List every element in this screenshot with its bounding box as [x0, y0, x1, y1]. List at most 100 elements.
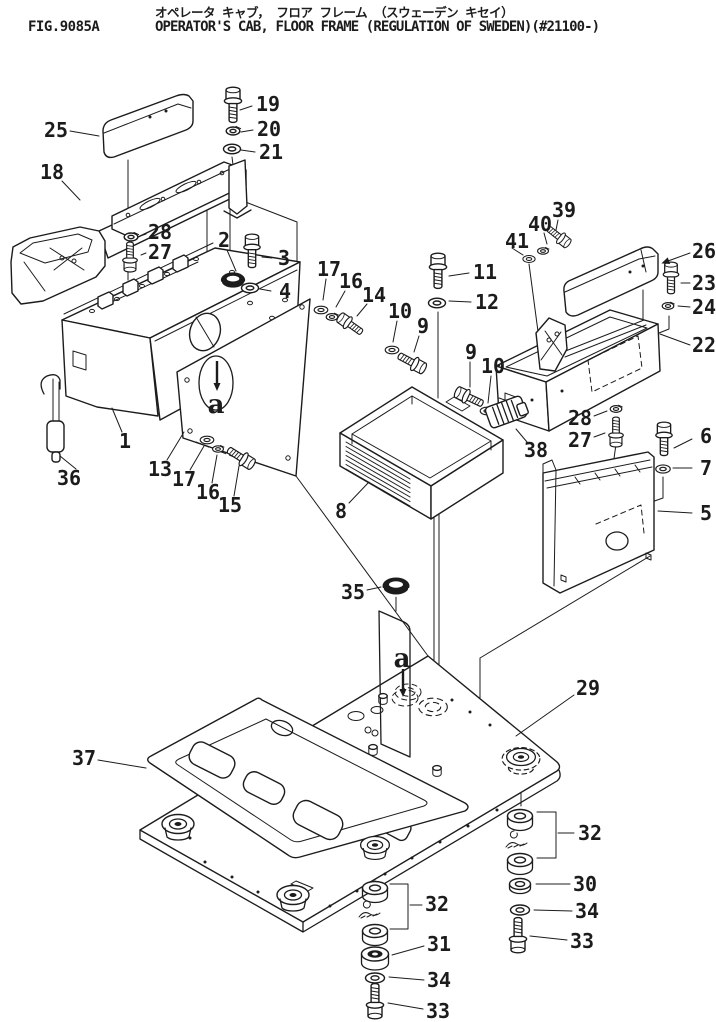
callout-34: 34 — [388, 968, 451, 992]
callout-22: 22 — [659, 333, 716, 357]
callout-label-10: 10 — [388, 299, 412, 323]
spring-washer-24 — [661, 301, 675, 310]
callout-5: 5 — [657, 501, 712, 525]
part-26-pad — [563, 246, 659, 317]
figure-number: FIG.9085A — [28, 19, 100, 35]
part-8-tray — [339, 386, 504, 520]
bolt-19 — [223, 86, 243, 124]
callout-label-40: 40 — [528, 212, 552, 236]
leader-line — [529, 935, 568, 941]
leader-line — [322, 278, 327, 301]
bolt-11 — [428, 252, 448, 290]
leader-line — [69, 130, 100, 137]
cushion-32-b — [361, 923, 389, 947]
callout-9: 9 — [413, 314, 429, 353]
callout-20: 20 — [240, 117, 281, 141]
callout-label-22: 22 — [692, 333, 716, 357]
bolt-23 — [662, 261, 680, 295]
callout-label-31: 31 — [427, 932, 451, 956]
mount-cap-1 — [161, 813, 195, 841]
callout-label-17: 17 — [317, 257, 341, 281]
callout-label-33: 33 — [570, 929, 594, 953]
leader-line — [392, 320, 398, 343]
callout-24: 24 — [677, 295, 716, 319]
callout-32: 32 — [389, 883, 449, 930]
callout-label-1: 1 — [119, 429, 131, 453]
callout-label-26: 26 — [692, 239, 716, 263]
cushion-32-c — [506, 808, 534, 832]
callout-10: 10 — [388, 299, 412, 343]
title-japanese: オペレータ キャブ， フロア フレーム （スウェーデン キセイ） — [155, 5, 514, 20]
bolt-6 — [655, 421, 673, 457]
washer-17-b — [199, 435, 215, 445]
spring-washer-40 — [536, 246, 550, 255]
part-36-handle — [40, 374, 65, 463]
section-marker-a: a — [391, 644, 419, 707]
callout-12: 12 — [448, 290, 499, 314]
callout-label-20: 20 — [257, 117, 281, 141]
callout-label-18: 18 — [40, 160, 64, 184]
leader-line — [448, 272, 470, 277]
grommet-35 — [382, 577, 410, 597]
callout-label-5: 5 — [700, 501, 712, 525]
callout-38: 38 — [515, 428, 548, 462]
leader-line — [657, 510, 693, 514]
leader-line — [226, 249, 237, 272]
callout-label-13: 13 — [148, 457, 172, 481]
callout-17: 17 — [317, 257, 341, 301]
leader-line — [240, 149, 256, 153]
leader-line — [366, 586, 382, 591]
callout-27: 27 — [140, 240, 172, 264]
callout-19: 19 — [239, 92, 280, 116]
callout-label-23: 23 — [692, 271, 716, 295]
hardware-layer — [122, 86, 680, 1020]
washer-21 — [222, 143, 242, 155]
page-header: FIG.9085A オペレータ キャブ， フロア フレーム （スウェーデン キセ… — [0, 0, 716, 48]
callout-label-21: 21 — [259, 140, 283, 164]
callout-label-29: 29 — [576, 676, 600, 700]
washer-34-b — [509, 904, 531, 916]
callout-32: 32 — [536, 811, 602, 859]
leader-line — [391, 945, 425, 956]
callout-label-30: 30 — [573, 872, 597, 896]
spring-washer-28-b — [609, 404, 623, 413]
spring-washer-16-b — [211, 444, 225, 453]
callout-11: 11 — [448, 260, 497, 284]
callout-label-9: 9 — [417, 314, 429, 338]
callout-label-10: 10 — [481, 354, 505, 378]
callout-3: 3 — [261, 246, 290, 270]
section-marker-layer: aa — [198, 355, 419, 707]
washer-17 — [313, 305, 329, 315]
callout-label-28: 28 — [568, 406, 592, 430]
callout-label-33: 33 — [426, 999, 450, 1022]
bolt-9-b — [453, 386, 484, 407]
leader-line — [543, 232, 548, 245]
callout-label-7: 7 — [700, 456, 712, 480]
callout-label-39: 39 — [552, 198, 576, 222]
callout-34: 34 — [533, 899, 599, 923]
callout-28: 28 — [568, 406, 608, 430]
leader-line — [239, 105, 253, 111]
callout-33: 33 — [529, 929, 594, 953]
callout-10: 10 — [481, 354, 505, 404]
callout-label-16: 16 — [196, 480, 220, 504]
callout-label-17: 17 — [172, 467, 196, 491]
callout-29: 29 — [515, 676, 600, 737]
leader-line — [240, 129, 254, 133]
leader-line — [667, 252, 691, 262]
callout-8: 8 — [335, 481, 370, 523]
bolt-33-a — [365, 982, 385, 1020]
callout-16: 16 — [335, 269, 363, 308]
callout-33: 33 — [387, 999, 450, 1022]
section-marker-a: a — [198, 355, 234, 420]
leader-line — [515, 428, 528, 443]
callout-13: 13 — [148, 431, 185, 481]
leader-line — [487, 375, 492, 404]
leader-line — [261, 256, 273, 259]
callout-27: 27 — [568, 428, 606, 452]
leader-line — [111, 407, 123, 433]
callout-31: 31 — [391, 932, 451, 956]
leader-line — [59, 455, 77, 470]
